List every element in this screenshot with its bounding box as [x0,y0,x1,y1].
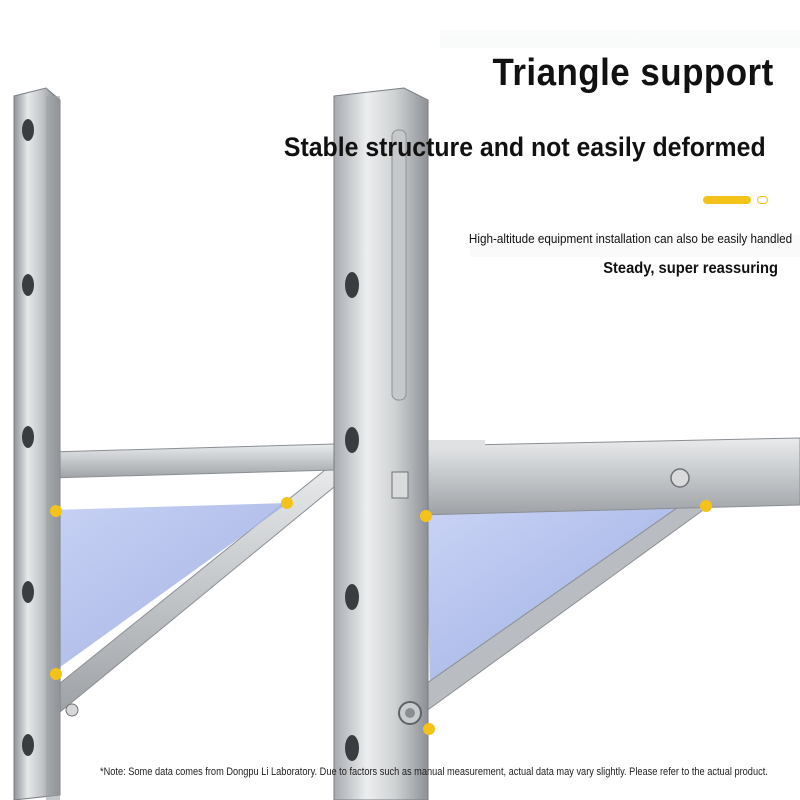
left-bracket [13,87,346,800]
right-bracket [333,87,800,800]
marker-dot [420,510,432,522]
accent-bar [703,196,751,204]
left-horizontal-arm [49,443,336,479]
marker-dot [50,505,62,517]
headline: Triangle support [492,52,774,94]
right-post-holes [345,272,359,761]
left-triangle-area [52,503,288,670]
left-post-holes [22,119,34,756]
corner-markers [50,497,712,735]
left-rivet [65,703,79,717]
marker-dot [50,668,62,680]
right-arm-rivet [670,468,690,488]
footnote: *Note: Some data comes from Dongpu Li La… [100,766,768,778]
accent-pill [757,196,768,204]
detail-line-2: Steady, super reassuring [603,260,778,277]
marker-dot [281,497,293,509]
subheadline: Stable structure and not easily deformed [284,132,766,162]
marker-dot [700,500,712,512]
right-slot [391,471,409,499]
marker-dot [423,723,435,735]
detail-line-1: High-altitude equipment installation can… [468,231,792,246]
